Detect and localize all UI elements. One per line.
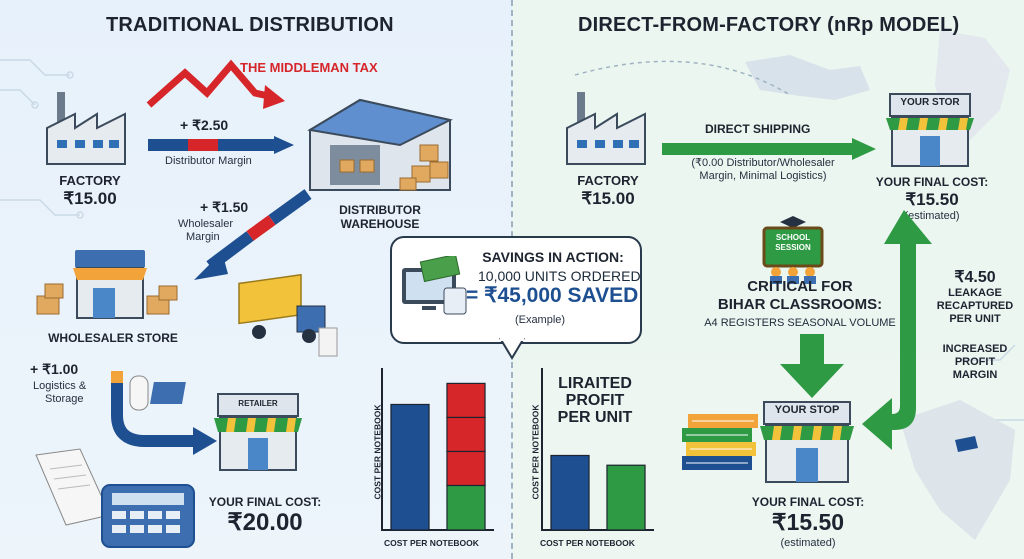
chart2-title-2: PROFIT — [565, 392, 625, 409]
right-bottom-final-note: (estimated) — [780, 537, 836, 549]
right-top-final-note: (estimated) — [904, 210, 960, 222]
wholesaler-add: + ₹1.50 — [200, 199, 249, 215]
school-sign-2: SESSION — [775, 243, 811, 252]
warehouse-icon — [307, 98, 453, 191]
paper-roll-icon — [129, 375, 186, 411]
chart1-ylabel: COST PER NOTEBOOK — [372, 404, 383, 500]
chart2-xlabel: COST PER NOTEBOOK — [540, 538, 635, 548]
factory-icon-right — [566, 92, 646, 165]
calculator-icon — [35, 448, 195, 548]
direct-shipping-arrow — [662, 138, 876, 160]
store-icon-top — [886, 93, 974, 167]
leakage-line-3: PER UNIT — [949, 313, 1001, 325]
wholesaler-margin-1: Wholesaler — [178, 218, 234, 230]
india-map-bottom — [900, 400, 1015, 540]
savings-example: (Example) — [514, 314, 566, 326]
left-final-cost-value: ₹20.00 — [227, 509, 303, 536]
traditional-title: TRADITIONAL DISTRIBUTION — [106, 14, 394, 36]
right-bottom-final-label: YOUR FINAL COST: — [751, 495, 865, 509]
distributor-arrow — [148, 136, 294, 154]
leakage-value: ₹4.50 — [954, 269, 996, 286]
store-icon-bottom — [760, 401, 854, 483]
store-sign-top: YOUR STOR — [900, 97, 960, 108]
right-top-final-value: ₹15.50 — [905, 190, 959, 209]
right-factory-price: ₹15.00 — [581, 189, 635, 208]
chart2-ylabel: COST PER NOTEBOOK — [530, 404, 541, 500]
school-sign-1: SCHOOL — [775, 233, 811, 242]
wholesaler-store-icon — [36, 250, 178, 319]
retailer-store-icon — [214, 393, 302, 471]
critical-down-arrow — [780, 334, 844, 398]
direct-note-1: (₹0.00 Distributor/Wholesaler — [691, 157, 835, 169]
left-final-cost-label: YOUR FINAL COST: — [208, 495, 322, 509]
truck-icon — [238, 273, 338, 357]
bihar-map-shape — [745, 55, 870, 100]
chart2-title-1: LIRAITED — [558, 375, 632, 392]
wholesaler-margin-2: Margin — [186, 231, 220, 243]
chart1-xlabel: COST PER NOTEBOOK — [384, 538, 479, 548]
profit-line-2: PROFIT — [954, 356, 996, 368]
direct-title: DIRECT-FROM-FACTORY (nRp MODEL) — [578, 14, 960, 36]
middleman-tax-label: THE MIDDLEMAN TAX — [240, 60, 378, 75]
retailer-sign: RETAILER — [238, 399, 278, 408]
leakage-line-1: LEAKAGE — [948, 287, 1002, 299]
chart1-bar-1-segment-1 — [390, 403, 430, 531]
profit-line-3: MARGIN — [952, 369, 998, 381]
critical-line-1: CRITICAL FOR — [747, 278, 853, 295]
logistics-add: + ₹1.00 — [30, 361, 79, 377]
computer-money-icon — [402, 256, 467, 315]
books-icon — [682, 414, 758, 470]
direct-note-2: Margin, Minimal Logistics) — [699, 170, 827, 182]
left-factory-price: ₹15.00 — [63, 189, 117, 208]
chart1-bar-2-segment-3 — [446, 416, 486, 453]
cost-chart-direct — [541, 368, 654, 531]
school-session-icon — [762, 216, 824, 284]
direct-shipping-label: DIRECT SHIPPING — [705, 122, 811, 136]
savings-title: SAVINGS IN ACTION: — [482, 249, 624, 265]
factory-icon-left — [46, 92, 126, 165]
savings-units: 10,000 UNITS ORDERED — [478, 268, 641, 284]
profit-double-arrow — [862, 210, 932, 450]
savings-bubble-tail — [499, 338, 525, 360]
chart1-bar-2-segment-2 — [446, 450, 486, 487]
warehouse-label-2: WAREHOUSE — [340, 217, 420, 231]
critical-line-3: A4 REGISTERS SEASONAL VOLUME — [704, 317, 896, 329]
right-bottom-final-value: ₹15.50 — [771, 509, 845, 535]
wholesaler-store-label: WHOLESALER STORE — [48, 331, 178, 345]
chart2-bar-2-segment-1 — [606, 464, 646, 531]
chart2-bar-1-segment-1 — [550, 454, 590, 531]
profit-line-1: INCREASED — [942, 343, 1008, 355]
critical-line-2: BIHAR CLASSROOMS: — [717, 296, 883, 313]
cost-chart-traditional — [381, 368, 494, 531]
chart1-bar-2-segment-4 — [446, 382, 486, 419]
warehouse-label-1: DISTRIBUTOR — [339, 203, 421, 217]
wholesaler-arrow — [194, 189, 312, 280]
right-top-final-label: YOUR FINAL COST: — [875, 175, 989, 189]
chart2-title-3: PER UNIT — [557, 409, 633, 426]
distributor-add: + ₹2.50 — [180, 117, 229, 133]
left-factory-label: FACTORY — [59, 173, 121, 188]
distributor-margin: Distributor Margin — [165, 155, 252, 167]
leakage-line-2: RECAPTURED — [936, 300, 1014, 312]
right-factory-label: FACTORY — [577, 173, 639, 188]
logistics-arrow — [111, 371, 217, 455]
chart1-bar-2-segment-1 — [446, 484, 486, 531]
store-sign-bottom: YOUR STOP — [774, 404, 840, 416]
logistics-label-1: Logistics & — [33, 380, 87, 392]
middleman-tax-arrow — [146, 59, 285, 109]
logistics-label-2: Storage — [45, 393, 84, 405]
savings-amount: = ₹45,000 SAVED — [466, 284, 639, 307]
